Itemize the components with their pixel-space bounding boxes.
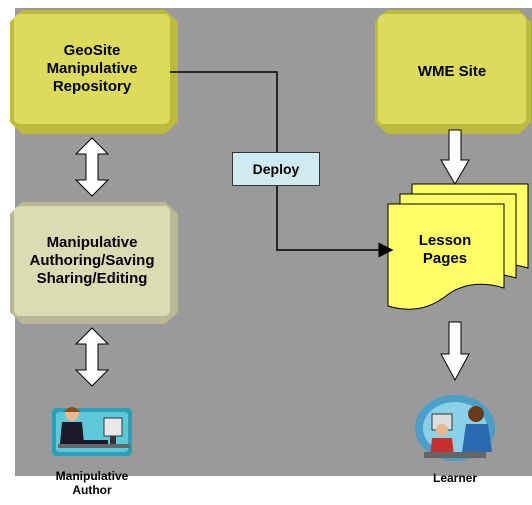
deploy-label: Deploy: [252, 161, 300, 177]
repository-label: GeoSite Manipulative Repository: [46, 42, 138, 95]
learner-caption: Learner: [432, 471, 478, 485]
double-arrow-authoring-author: [74, 327, 110, 387]
repository-box: [10, 10, 178, 134]
double-arrow-repo-authoring: [74, 137, 110, 197]
wme-site-box: [375, 10, 531, 134]
computer-user-icon: [52, 407, 132, 456]
author-caption: Manipulative Author: [55, 469, 129, 497]
authoring-box: [10, 202, 178, 324]
wme-site-label: WME Site: [417, 63, 487, 80]
authoring-label: Manipulative Authoring/Saving Sharing/Ed…: [29, 234, 155, 287]
down-arrow-wme-lesson: [440, 129, 470, 185]
down-arrow-lesson-learner: [440, 321, 470, 382]
deploy-label-box: Deploy: [232, 152, 320, 186]
lesson-pages-label: Lesson Pages: [418, 232, 472, 267]
lesson-pages-stack: [387, 183, 529, 310]
learners-at-computer-icon: [415, 395, 495, 461]
